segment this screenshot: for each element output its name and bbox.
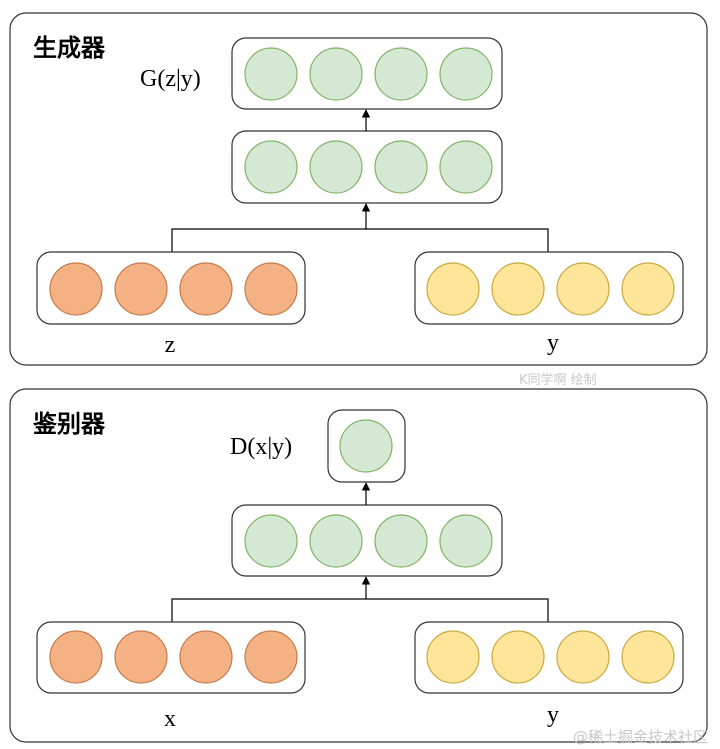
- discriminator-hidden-node: [439, 514, 493, 568]
- credit-watermark: K同学啊 绘制: [519, 372, 597, 388]
- discriminator-hidden-node: [244, 514, 298, 568]
- generator-input-y-layer: [414, 251, 684, 325]
- discriminator-output-layer: [327, 409, 406, 483]
- discriminator-input-y-label: y: [547, 702, 559, 728]
- discriminator-hidden-node: [374, 514, 428, 568]
- discriminator-input-y-box: [414, 621, 684, 694]
- discriminator-input-y-layer: [414, 621, 684, 694]
- generator-hidden-box: [231, 130, 503, 204]
- generator-input-z-layer: [36, 251, 306, 325]
- generator-input-z-node: [114, 262, 168, 316]
- discriminator-input-x-label: x: [164, 706, 176, 732]
- discriminator-input-y-node: [426, 630, 480, 684]
- generator-input-y-node: [621, 262, 675, 316]
- discriminator-input-y-node: [556, 630, 610, 684]
- discriminator-output-label: D(x|y): [230, 434, 292, 460]
- discriminator-input-y-node: [491, 630, 545, 684]
- generator-hidden-node: [309, 140, 363, 194]
- discriminator-output-node: [339, 419, 393, 473]
- discriminator-merge-connector: [171, 598, 549, 622]
- generator-output-node: [244, 47, 298, 101]
- generator-hidden-node: [374, 140, 428, 194]
- generator-output-box: [231, 37, 503, 110]
- generator-input-z-node: [179, 262, 233, 316]
- discriminator-hidden-box: [231, 504, 503, 577]
- generator-input-y-node: [491, 262, 545, 316]
- discriminator-hidden-node: [309, 514, 363, 568]
- generator-output-label: G(z|y): [140, 66, 201, 92]
- generator-hidden-node: [244, 140, 298, 194]
- generator-output-node: [374, 47, 428, 101]
- generator-merge-connector: [171, 228, 549, 252]
- generator-input-y-label: y: [547, 330, 559, 356]
- discriminator-input-x-layer: [36, 621, 306, 694]
- discriminator-input-x-node: [114, 630, 168, 684]
- discriminator-input-x-node: [49, 630, 103, 684]
- generator-hidden-layer: [231, 130, 503, 204]
- discriminator-input-y-node: [621, 630, 675, 684]
- generator-input-z-node: [244, 262, 298, 316]
- generator-input-z-node: [49, 262, 103, 316]
- generator-output-node: [309, 47, 363, 101]
- generator-hidden-node: [439, 140, 493, 194]
- generator-input-z-label: z: [165, 332, 176, 358]
- discriminator-input-x-node: [244, 630, 298, 684]
- discriminator-title: 鉴别器: [32, 410, 106, 438]
- generator-input-y-node: [426, 262, 480, 316]
- discriminator-hidden-layer: [231, 504, 503, 577]
- generator-output-layer: [231, 37, 503, 110]
- site-watermark: @稀土掘金技术社区: [573, 728, 708, 746]
- generator-title: 生成器: [33, 34, 106, 62]
- discriminator-input-x-node: [179, 630, 233, 684]
- generator-input-y-box: [414, 251, 684, 325]
- generator-input-z-box: [36, 251, 306, 325]
- discriminator-input-x-box: [36, 621, 306, 694]
- generator-output-node: [439, 47, 493, 101]
- generator-input-y-node: [556, 262, 610, 316]
